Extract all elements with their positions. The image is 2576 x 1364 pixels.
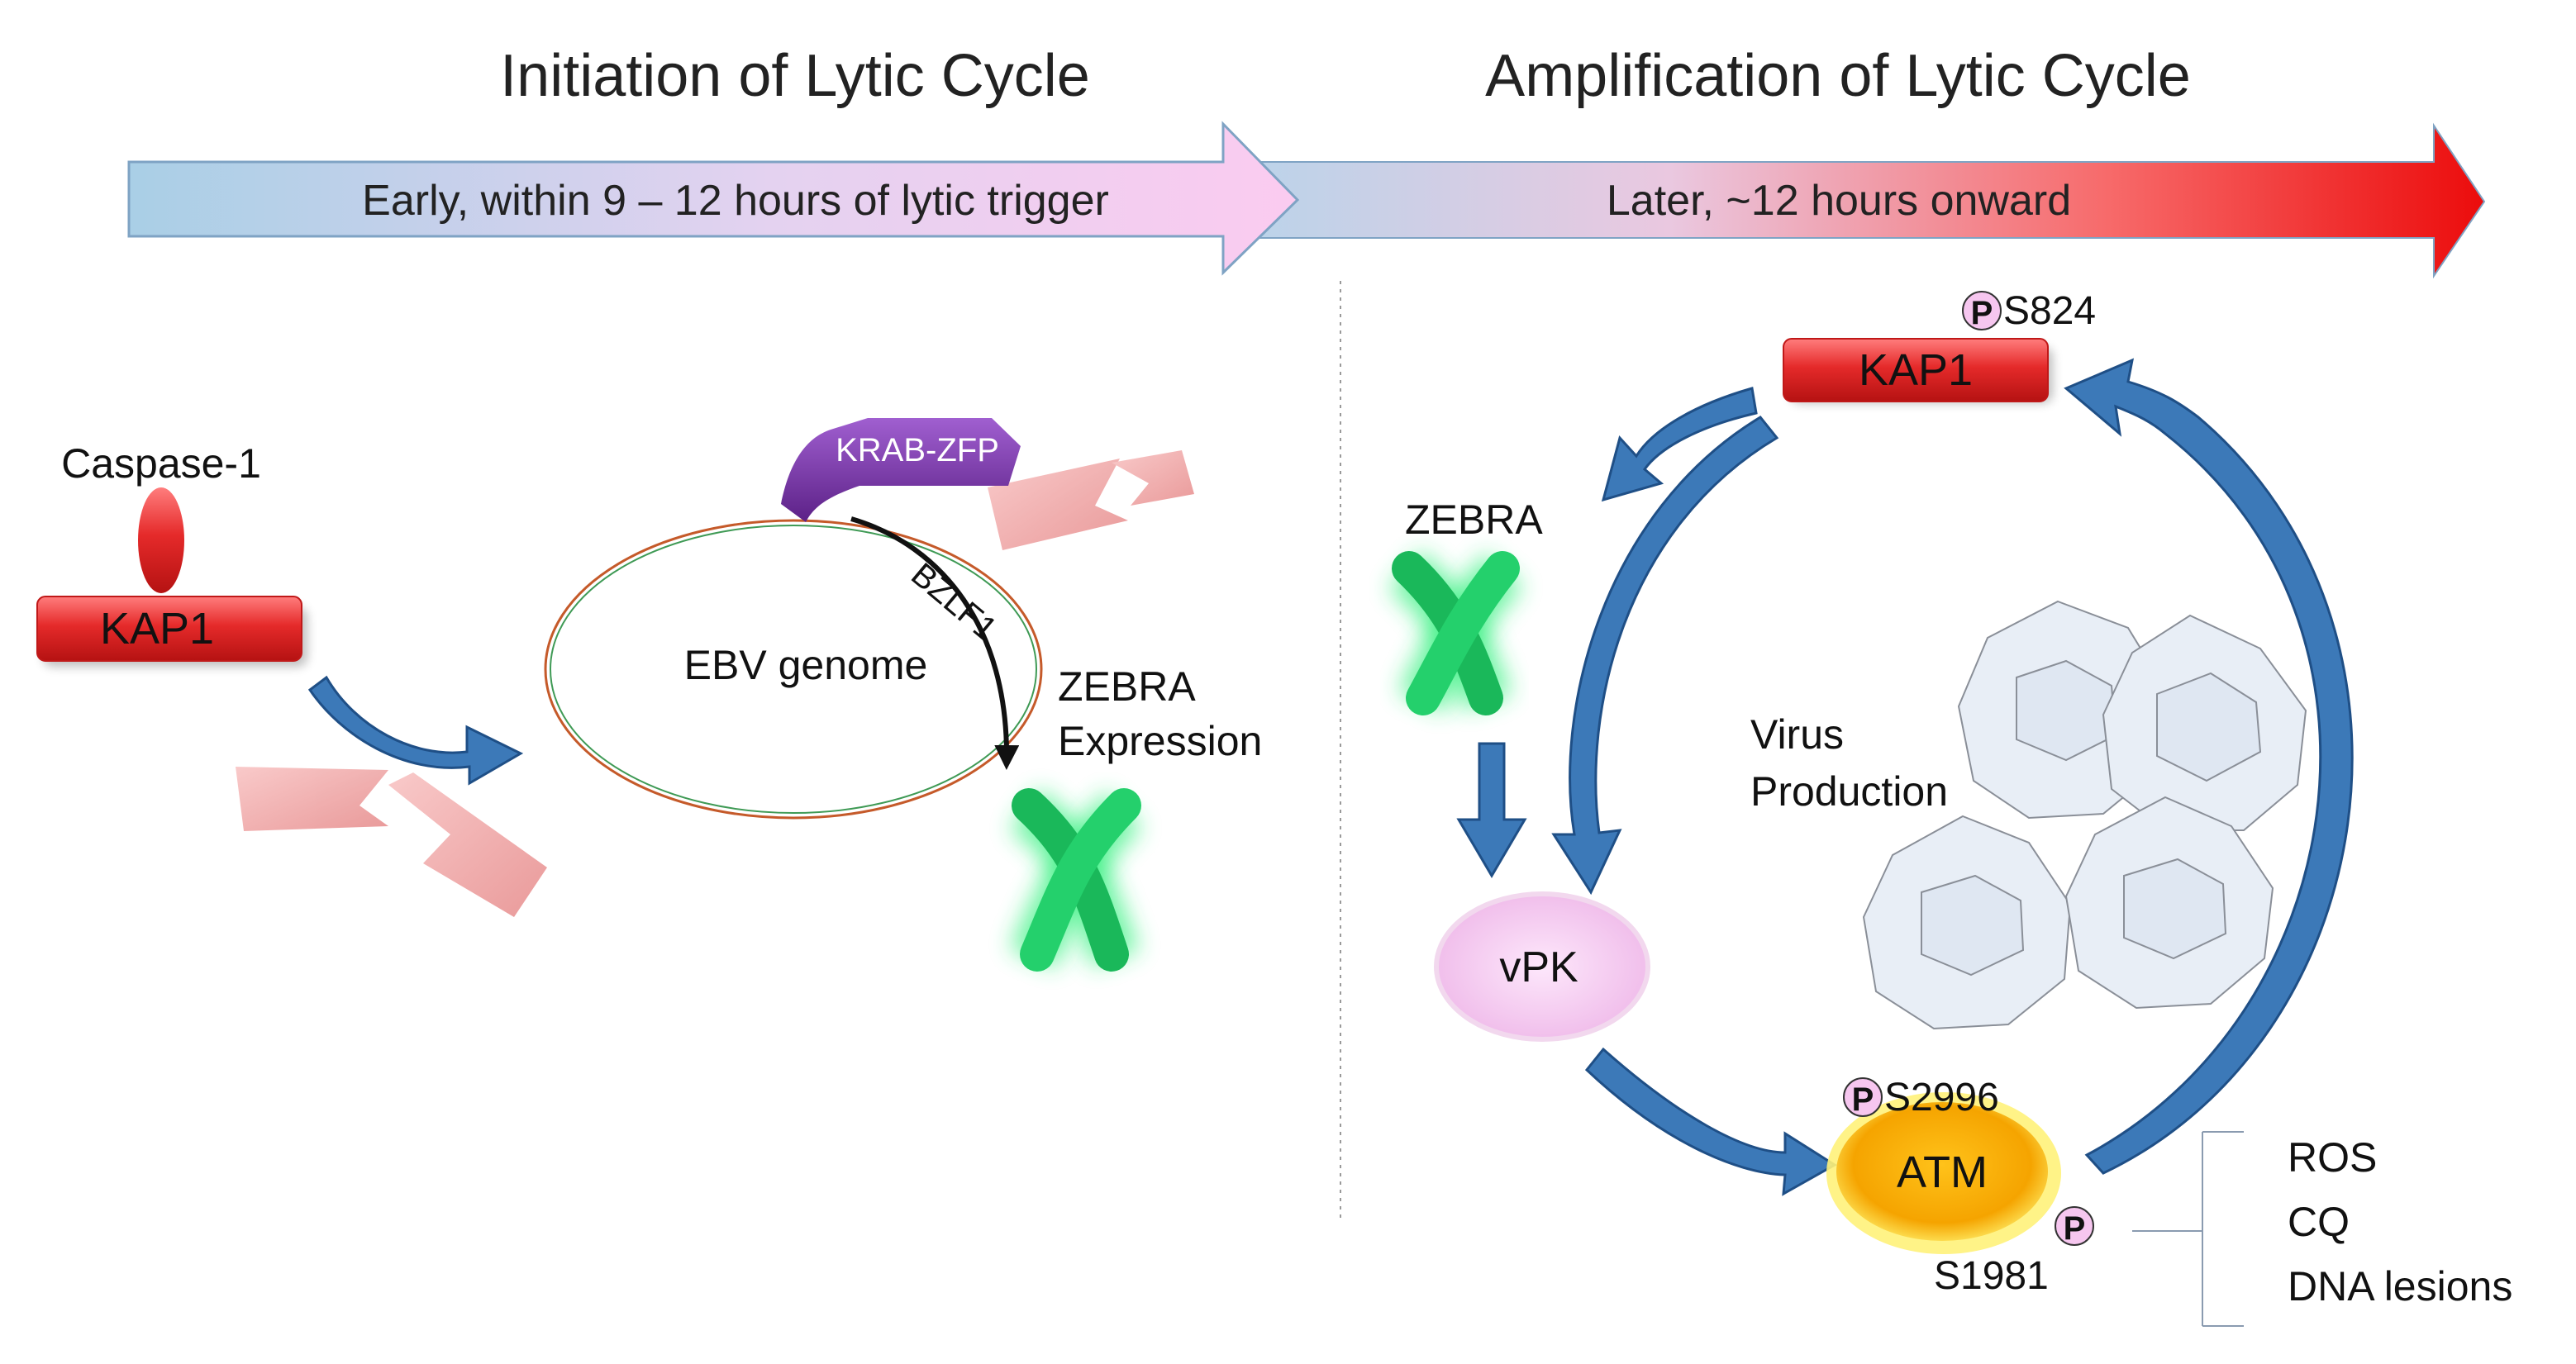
zebra-protein-right — [1388, 550, 1523, 715]
virus-particle-2 — [2102, 614, 2307, 831]
virus-particles — [1862, 600, 2307, 1030]
trigger-bracket — [2132, 1131, 2244, 1327]
zebra-right-label: ZEBRA — [1405, 497, 1543, 543]
zebra-expression-line2: Expression — [1058, 718, 1262, 764]
kap1-left-box — [36, 596, 302, 662]
kap1-to-zebra-arrow — [1601, 387, 1758, 502]
kap1-phospho-symbol: P — [1971, 295, 1993, 331]
ebv-genome-label: EBV genome — [684, 642, 928, 688]
vpk-to-atm-arrow — [1584, 1047, 1837, 1196]
kap1-left-label: KAP1 — [100, 604, 214, 653]
atm-site-top-label: S2996 — [1884, 1076, 1999, 1119]
atm-phospho-symbol-bottom: P — [2064, 1210, 2086, 1247]
vpk-shape — [1434, 891, 1650, 1042]
zebra-protein-left — [1010, 788, 1142, 972]
atm-to-kap1-arrow — [2064, 358, 2354, 1175]
atm-shape — [1836, 1102, 2048, 1241]
early-timing-label: Early, within 9 – 12 hours of lytic trig… — [362, 177, 1109, 225]
ebv-genome-circle-outer — [544, 519, 1043, 820]
virus-production-line2: Production — [1750, 768, 1948, 815]
caspase-1-shape — [138, 487, 184, 593]
trigger-cq: CQ — [2288, 1199, 2350, 1245]
kap1-right-box — [1783, 338, 2049, 402]
cleaved-kap1-fragments — [236, 450, 1194, 917]
early-timeline-arrow — [127, 121, 1300, 276]
atm-phospho-badge-bottom — [2055, 1206, 2094, 1246]
zebra-to-vpk-arrow — [1456, 742, 1527, 878]
kap1-to-genome-arrow — [307, 675, 524, 786]
amplification-title: Amplification of Lytic Cycle — [1485, 43, 2191, 109]
virus-particle-3 — [1862, 815, 2072, 1030]
virus-particle-4 — [2064, 796, 2274, 1010]
initiation-title: Initiation of Lytic Cycle — [500, 43, 1090, 109]
atm-phospho-symbol-top: P — [1852, 1081, 1874, 1118]
timeline: Initiation of Lytic Cycle Amplification … — [127, 43, 2486, 279]
later-timing-label: Later, ~12 hours onward — [1607, 177, 2071, 225]
initiation-panel: Caspase-1 KAP1 EBV genome BZLF1 KRAB-ZFP… — [36, 418, 1262, 972]
trigger-ros: ROS — [2288, 1134, 2377, 1181]
virus-production-label: Virus Production — [1750, 711, 1948, 815]
kap1-right-label: KAP1 — [1859, 345, 1973, 395]
kap1-to-vpk-arrow — [1551, 416, 1779, 896]
ebv-genome-circle-inner — [550, 525, 1037, 814]
atm-phospho-badge-top — [1843, 1077, 1883, 1117]
trigger-dna-lesions: DNA lesions — [2288, 1263, 2512, 1309]
virus-production-line1: Virus — [1750, 711, 1844, 758]
krab-zfp-shape — [781, 418, 1021, 522]
kap1-site-label: S824 — [2003, 289, 2096, 333]
kap1-phospho-badge — [1962, 291, 2002, 330]
zebra-expression-line1: ZEBRA — [1058, 663, 1196, 710]
atm-label: ATM — [1897, 1148, 1988, 1197]
zebra-expression-label: ZEBRA Expression — [1058, 663, 1262, 764]
caspase-1-label: Caspase-1 — [61, 440, 261, 487]
amplification-panel: Virus Production KAP1 P S824 ZEBRA vPK — [1388, 289, 2512, 1327]
vpk-label: vPK — [1499, 943, 1578, 991]
krab-zfp-label: KRAB-ZFP — [836, 432, 999, 468]
bzlf1-transcript-arrow — [850, 516, 1020, 770]
later-timeline-arrow — [1231, 122, 2486, 279]
atm-site-bottom-label: S1981 — [1934, 1254, 2049, 1298]
